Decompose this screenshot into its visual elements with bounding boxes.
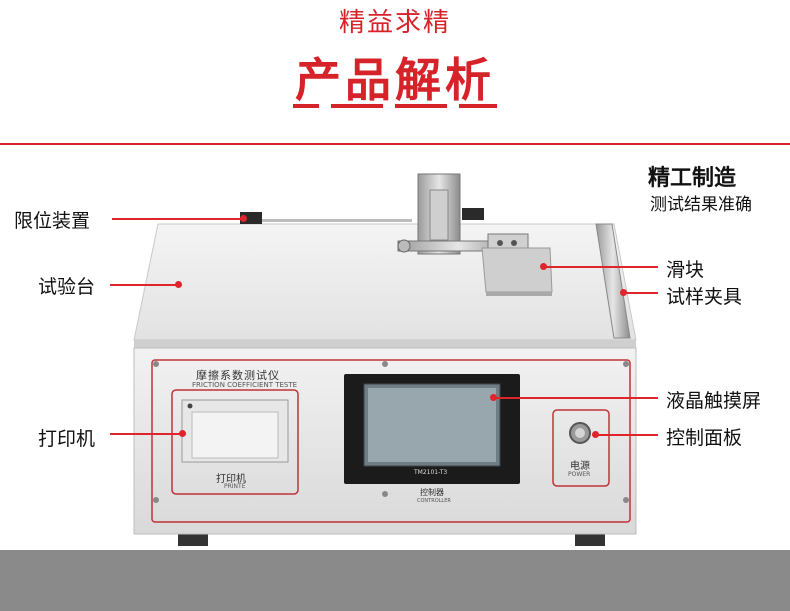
clamp-knob	[462, 208, 484, 220]
control-panel-frame	[552, 409, 610, 487]
power-label: 电源	[570, 461, 590, 472]
callout-dot	[175, 281, 182, 288]
callout-dot	[620, 289, 627, 296]
callout-sample-clamp: 试样夹具	[666, 286, 743, 308]
callout-lcd-screen: 液晶触摸屏	[666, 390, 762, 412]
controller-label-en: CONTROLLER	[417, 498, 451, 504]
callout-limit-device: 限位装置	[14, 210, 91, 232]
printer-panel	[171, 389, 299, 495]
callout-leader	[494, 397, 658, 399]
callout-test-table: 试验台	[38, 276, 96, 298]
bottom-bar	[0, 550, 790, 611]
machine-name-en: FRICTION COEFFICIENT TESTE	[192, 381, 298, 389]
callout-printer: 打印机	[38, 428, 96, 450]
header-subtitle: 精益求精	[338, 8, 451, 38]
sample-clamp-bar	[595, 223, 631, 339]
table-edge	[134, 340, 636, 348]
feature-subheading: 测试结果准确	[650, 195, 752, 215]
title-underline-segment	[459, 104, 497, 108]
controller-label: 控制器	[420, 488, 444, 497]
panel-border	[151, 359, 631, 523]
guide-wire	[262, 219, 412, 222]
page-title: 产品解析	[295, 53, 495, 107]
machine-foot	[575, 532, 605, 546]
machine-name: 摩擦系数测试仪	[196, 369, 280, 382]
machine-foot	[178, 532, 208, 546]
callout-leader	[110, 284, 178, 286]
title-underline-segment	[395, 104, 447, 108]
slider-block	[481, 247, 553, 293]
feature-heading: 精工制造	[648, 166, 737, 191]
callout-dot	[540, 263, 547, 270]
printer-label: 打印机	[216, 474, 246, 485]
screen-model: TM2101-T3	[414, 469, 448, 476]
callout-leader	[624, 292, 658, 294]
header-divider	[0, 143, 790, 145]
callout-dot	[592, 431, 599, 438]
clamp-arm-inner	[429, 189, 449, 241]
title-underline-segment	[331, 104, 383, 108]
printer-label-en: PRINTE	[224, 483, 246, 490]
power-label-en: POWER	[568, 471, 591, 478]
callout-dot	[179, 430, 186, 437]
callout-leader	[544, 266, 658, 268]
title-underline-segment	[293, 104, 319, 108]
callout-control-panel: 控制面板	[666, 427, 743, 449]
callout-slider: 滑块	[666, 259, 705, 281]
callout-leader	[596, 434, 658, 436]
callout-leader	[110, 433, 182, 435]
callout-dot	[490, 394, 497, 401]
test-table-plate	[133, 223, 637, 341]
rod-end	[397, 239, 411, 253]
callout-leader	[112, 218, 244, 220]
callout-dot	[240, 215, 247, 222]
